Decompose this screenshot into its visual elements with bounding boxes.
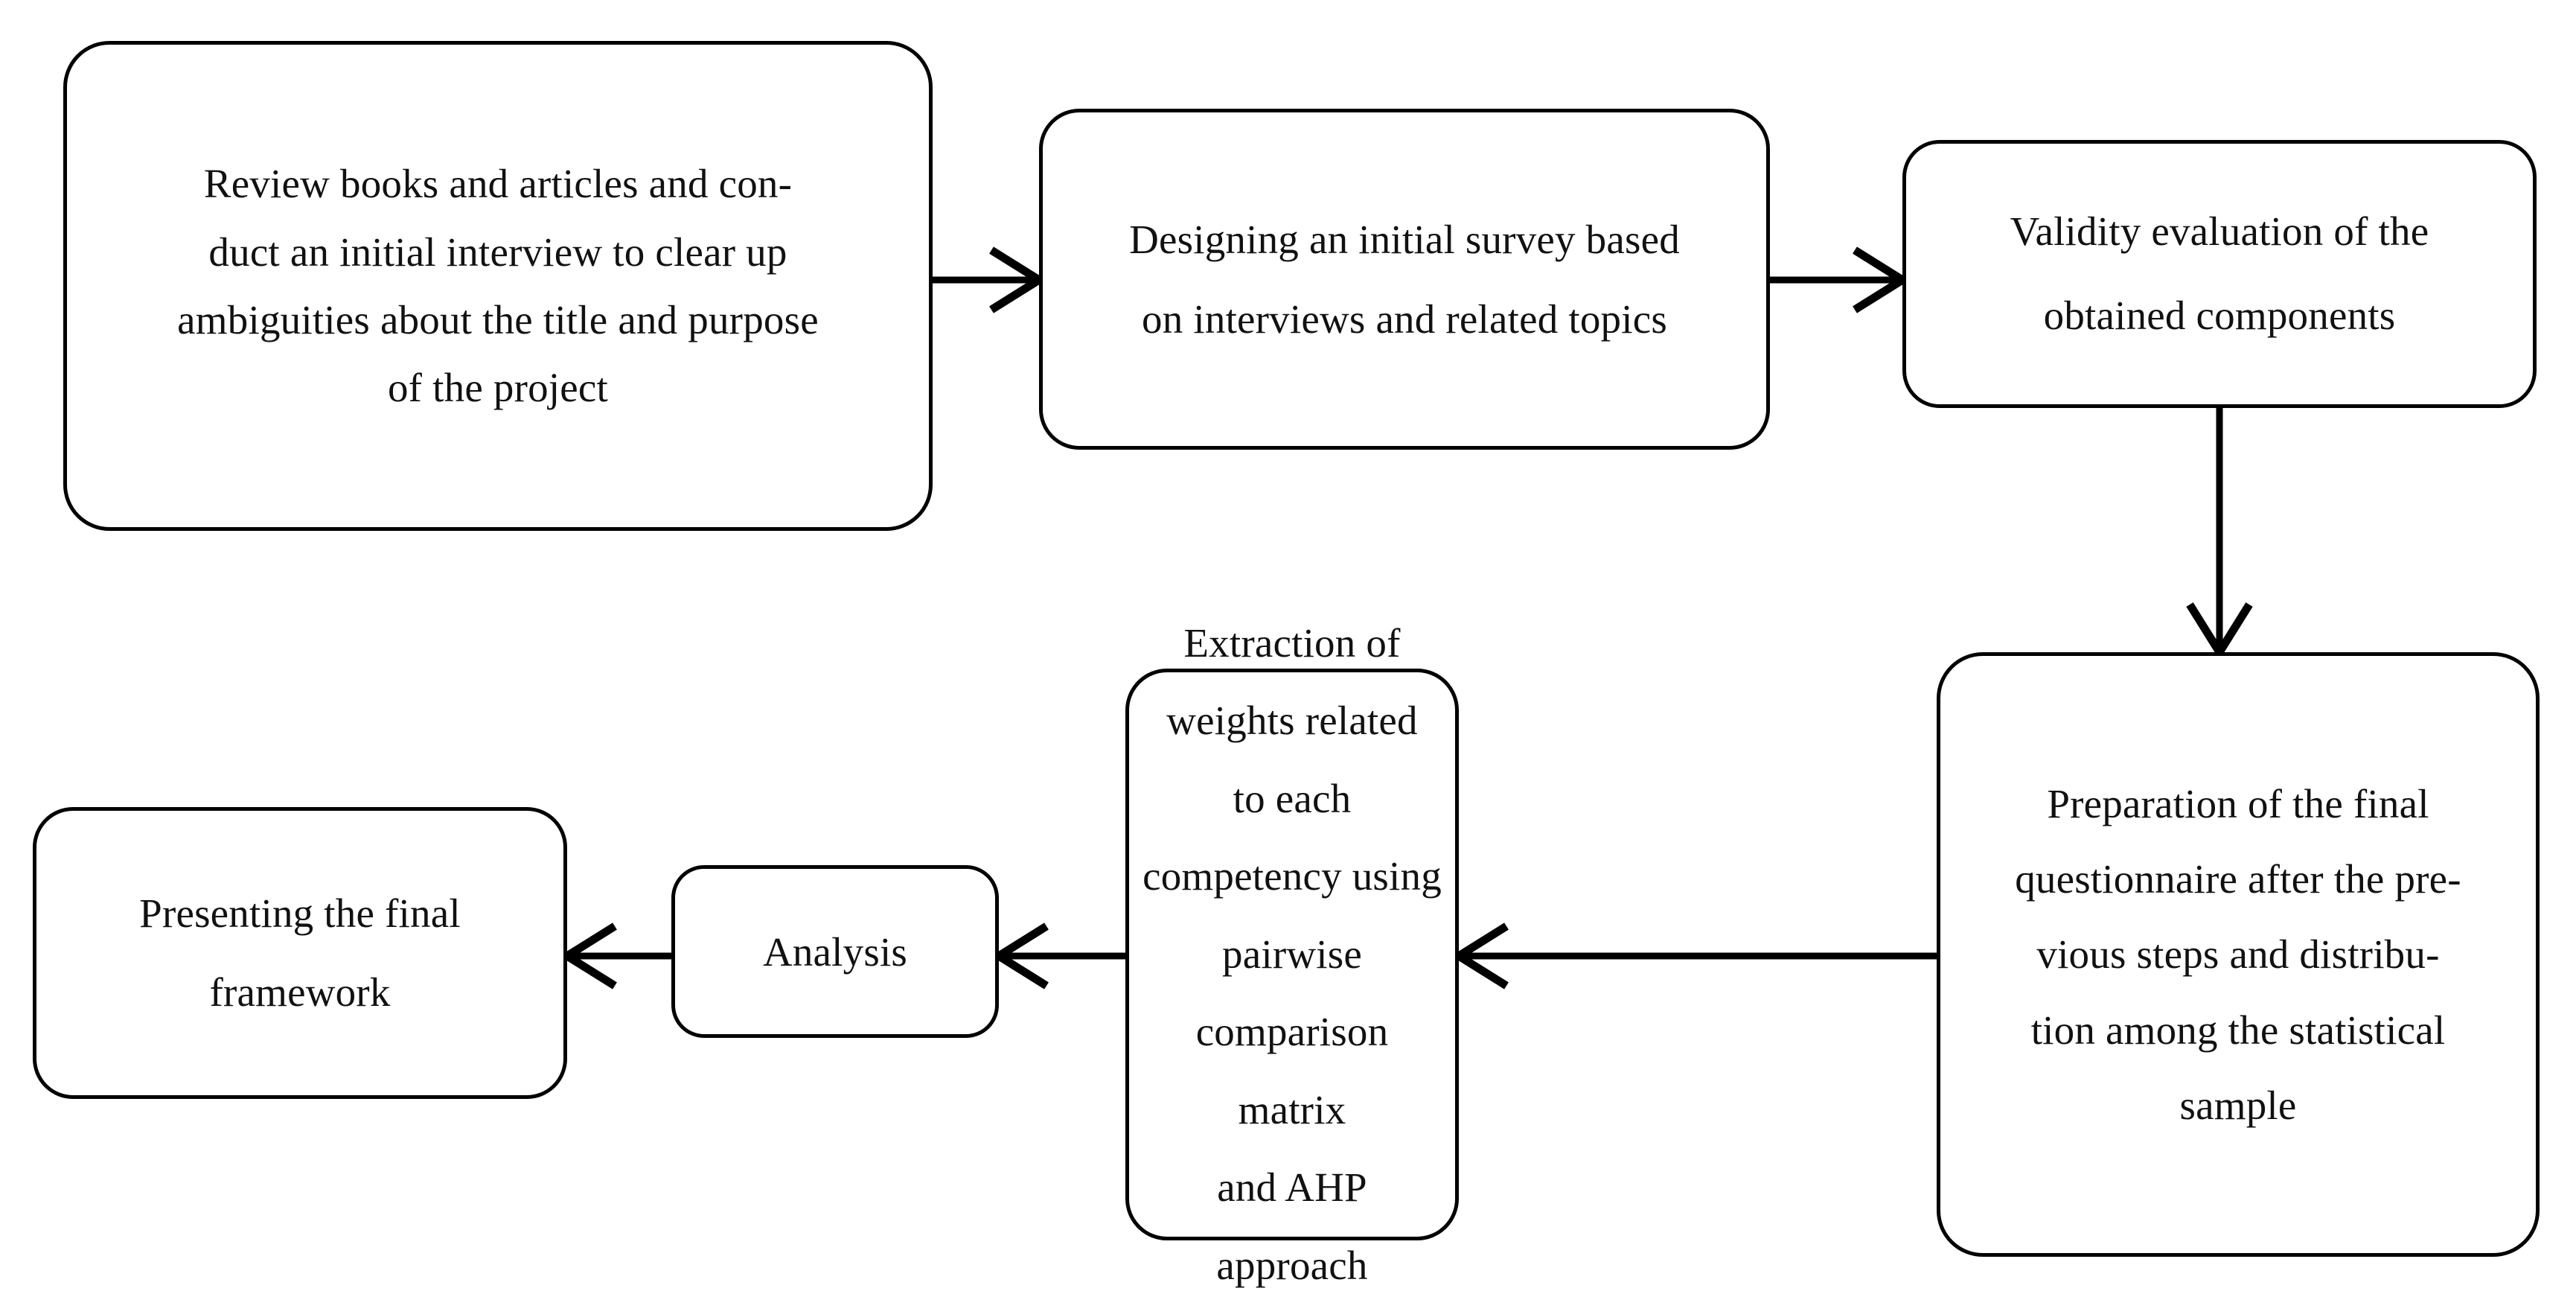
- flow-node-extract-label: Extraction of weights related to each co…: [1142, 619, 1442, 1288]
- edge-analysis-to-present: [559, 922, 671, 989]
- flow-node-validity-label: Validity evaluation of the obtained comp…: [2010, 208, 2429, 338]
- flow-node-validity[interactable]: Validity evaluation of the obtained comp…: [1902, 140, 2537, 408]
- edge-validity-to-prepare: [2186, 408, 2253, 660]
- flow-node-prepare-label: Preparation of the final questionnaire a…: [2015, 781, 2461, 1128]
- edge-extract-to-analysis: [991, 922, 1125, 989]
- edge-prepare-to-extract: [1451, 922, 1937, 989]
- flow-node-review[interactable]: Review books and articles and con- duct …: [63, 41, 933, 531]
- flow-node-extract[interactable]: Extraction of weights related to each co…: [1125, 620, 1459, 1288]
- flow-node-present-label: Presenting the final framework: [139, 890, 461, 1015]
- flow-node-design-label: Designing an initial survey based on int…: [1129, 216, 1680, 342]
- flow-node-review-label: Review books and articles and con- duct …: [177, 161, 819, 411]
- flow-node-analysis-label: Analysis: [762, 928, 908, 975]
- flow-node-design[interactable]: Designing an initial survey based on int…: [1039, 109, 1770, 450]
- edge-design-to-validity: [1770, 246, 1911, 313]
- flow-node-prepare[interactable]: Preparation of the final questionnaire a…: [1937, 652, 2540, 1257]
- flow-node-present[interactable]: Presenting the final framework: [33, 807, 567, 1099]
- flow-node-analysis[interactable]: Analysis: [671, 865, 999, 1038]
- edge-review-to-design: [933, 246, 1047, 313]
